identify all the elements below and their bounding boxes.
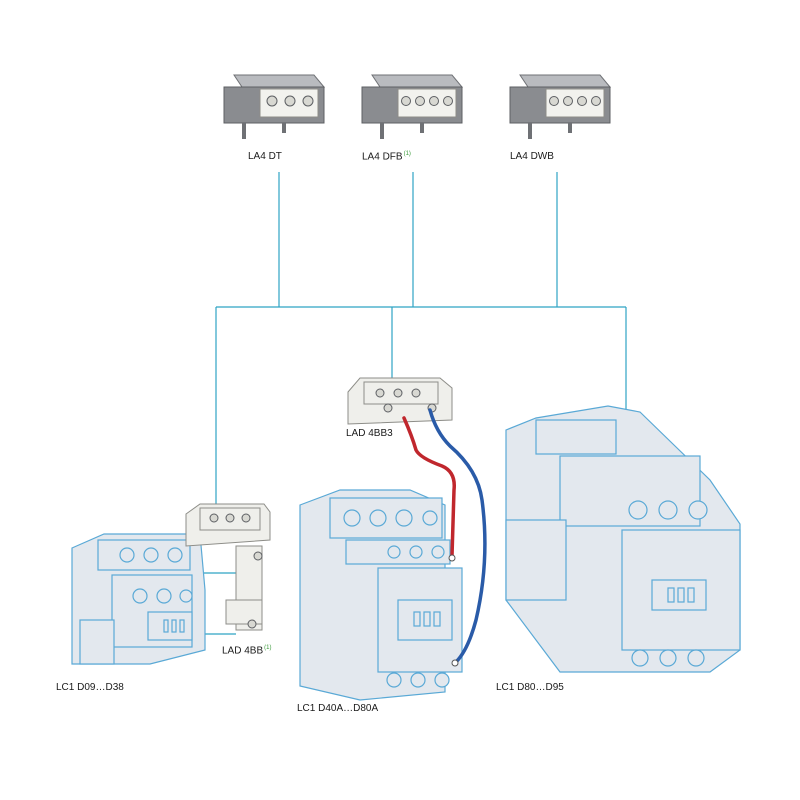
module-pin: [568, 123, 572, 133]
label-lad4bb3: LAD 4BB3: [346, 428, 393, 439]
contactor-base: [505, 519, 567, 601]
terminal-screw: [253, 551, 263, 561]
terminal-screw: [284, 95, 296, 107]
terminal: [422, 510, 438, 526]
terminal: [434, 672, 450, 688]
contactor-indicator: [677, 587, 685, 603]
terminal-screw: [302, 95, 314, 107]
terminal: [386, 672, 402, 688]
label-la4dfb: LA4 DFB(1): [362, 151, 411, 163]
contactor-top-block: [535, 419, 617, 455]
contactor-indicator: [667, 587, 675, 603]
accessory-lad4bb3: [347, 377, 453, 425]
terminal-screw: [415, 96, 425, 106]
contactor-indicator: [171, 619, 177, 633]
label-lad4bb: LAD 4BB(1): [222, 645, 272, 657]
terminal: [688, 500, 708, 520]
terminal: [659, 649, 677, 667]
terminal: [431, 545, 445, 559]
wire-blue: [428, 408, 487, 664]
module-pin: [420, 123, 424, 133]
terminal: [687, 649, 705, 667]
terminal-screw: [429, 96, 439, 106]
terminal-screw: [266, 95, 278, 107]
terminal: [143, 547, 159, 563]
terminal-screw: [411, 388, 421, 398]
terminal-screw: [577, 96, 587, 106]
module-top: [371, 74, 464, 88]
label-lc1-d80-d95: LC1 D80…D95: [496, 682, 564, 693]
terminal: [658, 500, 678, 520]
footnote-marker: (1): [403, 151, 411, 157]
terminal: [167, 547, 183, 563]
contactor-indicator: [687, 587, 695, 603]
contactor-base: [79, 619, 115, 665]
wire-red-end: [448, 554, 456, 562]
module-pin: [528, 123, 532, 139]
terminal: [409, 545, 423, 559]
module-la4dt: [223, 74, 326, 139]
terminal-screw: [383, 403, 393, 413]
contactor-small: [71, 533, 206, 665]
label-lc1-d09-d38: LC1 D09…D38: [56, 682, 124, 693]
terminal-screw: [549, 96, 559, 106]
terminal-screw: [209, 513, 219, 523]
terminal-screw: [225, 513, 235, 523]
terminal-screw: [591, 96, 601, 106]
module-top: [519, 74, 612, 88]
wire-red: [402, 416, 456, 558]
terminal: [395, 509, 413, 527]
terminal: [410, 672, 426, 688]
contactor-indicator: [163, 619, 169, 633]
accessory-bracket-foot: [225, 599, 263, 625]
wire-blue-end: [451, 659, 459, 667]
accessory-lad4bb: [185, 503, 271, 631]
contactor-large: [505, 405, 741, 673]
contactor-indicator: [413, 611, 421, 627]
module-la4dfb: [361, 74, 464, 139]
footnote-marker: (1): [264, 645, 272, 651]
module-top: [233, 74, 326, 88]
terminal-screw: [241, 513, 251, 523]
terminal-screw: [393, 388, 403, 398]
module-pin: [380, 123, 384, 139]
terminal: [156, 588, 172, 604]
terminal-screw: [247, 619, 257, 629]
terminal: [387, 545, 401, 559]
terminal-screw: [375, 388, 385, 398]
terminal: [179, 589, 193, 603]
terminal: [369, 509, 387, 527]
terminal: [628, 500, 648, 520]
module-pin: [242, 123, 246, 139]
module-pin: [282, 123, 286, 133]
label-la4dwb: LA4 DWB: [510, 151, 554, 162]
contactor-indicator: [179, 619, 185, 633]
contactor-indicator: [423, 611, 431, 627]
terminal: [119, 547, 135, 563]
label-la4dt: LA4 DT: [248, 151, 282, 162]
contactor-window: [147, 611, 193, 641]
terminal: [631, 649, 649, 667]
module-la4dwb: [509, 74, 612, 139]
contactor-medium: [299, 489, 463, 701]
terminal-screw: [401, 96, 411, 106]
terminal: [343, 509, 361, 527]
contactor-indicator: [433, 611, 441, 627]
terminal-screw: [443, 96, 453, 106]
contactor-mid: [559, 455, 701, 527]
terminal-screw: [563, 96, 573, 106]
connector-lines: [194, 172, 627, 635]
label-lc1-d40a-d80a: LC1 D40A…D80A: [297, 703, 379, 714]
terminal: [132, 588, 148, 604]
